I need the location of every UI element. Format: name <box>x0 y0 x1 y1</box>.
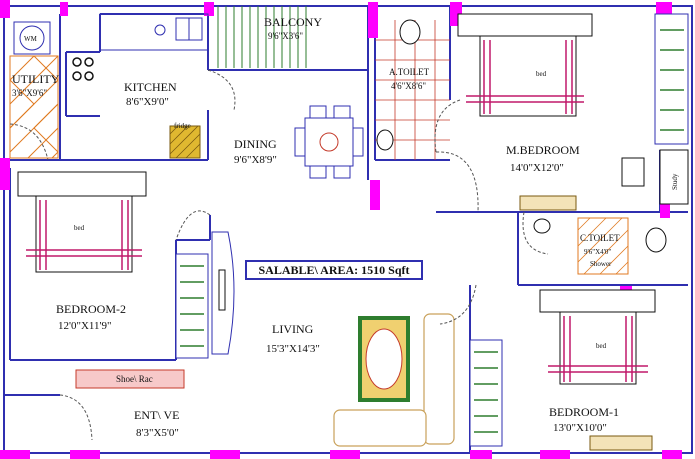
c-toilet-wc <box>645 227 667 253</box>
bedroom-2-name: BEDROOM-2 <box>56 302 127 316</box>
utility-floor-hatch <box>9 55 59 159</box>
bedroom-2-bed <box>17 171 147 273</box>
m-bedroom-dims: 14'0"X12'0" <box>510 162 564 174</box>
living-rug <box>358 316 410 402</box>
a-toilet-name: A.TOILET <box>389 67 430 77</box>
bedroom-1-wardrobe <box>469 339 503 447</box>
a-toilet-wc <box>399 19 421 45</box>
kitchen-counter <box>99 13 209 51</box>
bedroom-1-bed <box>539 289 656 385</box>
bedroom-1-dresser <box>589 435 653 451</box>
m-bedroom-name: M.BEDROOM <box>506 143 580 157</box>
kitchen-name: KITCHEN <box>124 80 177 94</box>
tv <box>218 269 226 311</box>
c-toilet-dims: 9'6"X4'0" <box>584 248 612 256</box>
a-toilet-washbasin <box>376 129 394 151</box>
balcony-grille <box>217 6 307 68</box>
c-toilet-name: C.TOILET <box>580 233 620 243</box>
master-wardrobe <box>654 13 689 145</box>
entrance-dims: 8'3"X5'0" <box>136 427 179 439</box>
shower-label: Shower <box>590 260 612 268</box>
dining-centerpiece <box>319 132 339 152</box>
washing-machine-drum <box>19 25 45 51</box>
master-bed <box>457 13 593 117</box>
m-bed-label: bed <box>536 70 547 78</box>
dining-table <box>294 105 364 179</box>
dining-dims: 9'6"X8'9" <box>234 154 277 166</box>
study-label: Study <box>671 173 679 190</box>
balcony-name: BALCONY <box>264 15 323 29</box>
living-name: LIVING <box>272 322 314 336</box>
bedroom-2-bed-label: bed <box>74 224 85 232</box>
bedroom-1-dims: 13'0"X10'0" <box>553 422 607 434</box>
entrance-name: ENT\ VE <box>134 408 180 422</box>
bedroom-2-dims: 12'0"X11'9" <box>58 320 112 332</box>
living-dims: 15'3"X14'3" <box>266 343 320 355</box>
study-desk <box>621 149 689 205</box>
door-swings <box>9 69 549 441</box>
fridge <box>169 125 201 159</box>
utility-name: UTILITY <box>12 72 60 86</box>
saleable-area-box: SALABLE\ AREA: 1510 Sqft <box>245 260 423 280</box>
master-dresser <box>519 195 577 211</box>
bedroom-1-name: BEDROOM-1 <box>549 405 620 419</box>
saleable-area-text: SALABLE\ AREA: 1510 Sqft <box>258 263 410 277</box>
sink-drain <box>154 24 166 36</box>
shoe-rack <box>75 369 185 389</box>
bedroom-1-bed-label: bed <box>596 342 607 350</box>
c-toilet-washbasin <box>533 218 551 234</box>
utility-dims: 3'6"X9'6" <box>12 88 48 98</box>
a-toilet-dims: 4'6"X8'6" <box>391 81 427 91</box>
fridge-label: fridge <box>174 122 191 130</box>
c-toilet-shower-area <box>577 217 629 275</box>
wm-label: WM <box>24 35 37 43</box>
balcony-dims: 9'6"X3'6" <box>268 31 304 41</box>
shoe-rack-label: Shoe\ Rac <box>116 374 153 384</box>
stove <box>72 57 94 81</box>
sofa-set <box>333 313 455 447</box>
dining-name: DINING <box>234 137 277 151</box>
kitchen-dims: 8'6"X9'0" <box>126 96 169 108</box>
bedroom-2-wardrobe <box>175 253 209 359</box>
